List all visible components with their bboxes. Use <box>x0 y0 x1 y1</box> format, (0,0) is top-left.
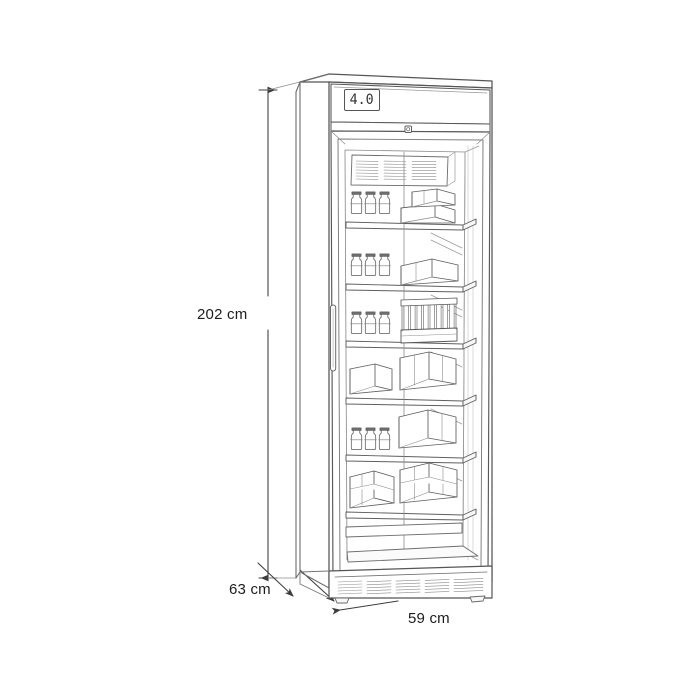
shelf-5-vials <box>350 427 391 450</box>
base-feet <box>334 595 486 604</box>
glass-reflection <box>467 145 474 561</box>
door-lock-icon <box>404 125 412 133</box>
shelf-1 <box>345 218 477 231</box>
top-vent-depth <box>446 151 456 187</box>
shelf-4-boxes <box>349 351 457 395</box>
door-top-bevel <box>330 130 491 145</box>
door-handle <box>330 304 337 372</box>
base-plinth <box>299 565 493 599</box>
canopy-inner-line <box>333 86 488 94</box>
shelf-3 <box>345 337 477 350</box>
interior-floor <box>345 522 479 563</box>
shelf-6 <box>345 508 477 521</box>
shelf-2-bottles <box>350 253 391 276</box>
shelf-1-bottles <box>350 191 391 214</box>
dimension-label-width: 59 cm <box>408 610 450 627</box>
extension-lines-height <box>267 81 301 579</box>
cabinet-depth-edge <box>299 73 330 589</box>
shelf-3-test-tube-rack <box>400 297 458 344</box>
temperature-display: 4.0 <box>344 89 380 111</box>
shelf-3-bottles <box>350 311 391 334</box>
dimension-label-height: 202 cm <box>197 306 248 323</box>
shelf-1-boxes <box>400 188 456 224</box>
base-vent-slats <box>337 578 484 595</box>
shelf-4 <box>345 394 477 407</box>
shelf-2 <box>345 280 477 293</box>
temperature-display-value: 4.0 <box>349 92 375 108</box>
base-grille-frame <box>334 571 488 578</box>
shelf-5-boxes <box>398 409 457 449</box>
shelf-2-boxes <box>400 258 459 286</box>
cabinet-left-side <box>295 81 301 579</box>
top-vent-slats <box>355 160 437 181</box>
dimension-label-depth: 63 cm <box>229 581 271 598</box>
shelf-5 <box>345 451 477 464</box>
shelf-6-boxes <box>349 462 458 509</box>
dimension-height <box>258 86 278 582</box>
